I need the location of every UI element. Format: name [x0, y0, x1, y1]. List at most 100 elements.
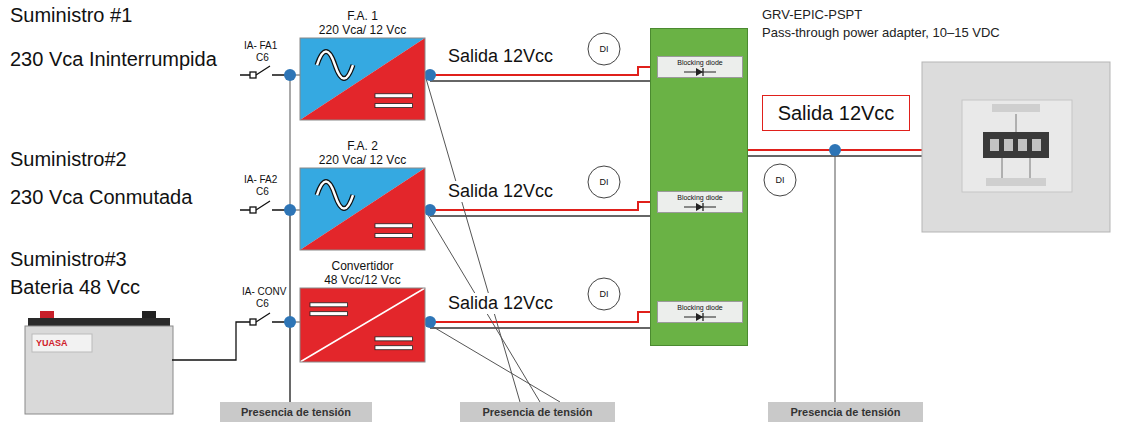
adapter-illustration — [922, 62, 1110, 232]
box-border — [300, 288, 425, 362]
circle-shape — [588, 278, 620, 310]
wire-connector — [290, 75, 300, 402]
connector-block — [983, 132, 1049, 158]
ac-area — [300, 38, 425, 120]
dc-symbol — [375, 104, 413, 108]
junction-dot — [284, 69, 296, 81]
junction-dot — [424, 69, 436, 81]
leader-line — [1002, 114, 1030, 178]
supply-label: Suministro #1 — [10, 4, 132, 27]
battery-sticker — [32, 334, 92, 352]
circle-shape — [588, 166, 620, 198]
converter-graphic — [300, 168, 425, 250]
voltage-presence-bar: Presencia de tensión — [460, 402, 615, 422]
battery-symbol — [25, 311, 173, 414]
output-label-box: Salida 12Vcc — [762, 95, 910, 131]
box-border — [300, 168, 425, 250]
edge-label: Salida 12Vcc — [446, 293, 555, 314]
brand-label: YUASA — [36, 338, 68, 348]
breaker-symbol — [240, 201, 290, 210]
diode-triangle — [696, 313, 703, 321]
node-text: Blocking diode — [677, 303, 723, 312]
supply-label: 230 Vca Ininterrumpida — [10, 48, 217, 71]
sine-symbol — [317, 52, 353, 79]
edge-label: Salida 12Vcc — [446, 181, 555, 202]
breaker-contact — [250, 207, 256, 213]
node-text: Pass-through power adapter, 10–15 VDC — [762, 24, 1000, 42]
edge-label: Salida 12Vcc — [446, 46, 555, 67]
node-text: Blocking diode — [677, 58, 723, 67]
junction-dot — [284, 316, 296, 328]
supply-label: Suministro#2 — [10, 148, 127, 171]
callout-tag — [986, 178, 1046, 186]
sine-symbol — [317, 182, 353, 209]
node-text: Presencia de tensión — [241, 406, 351, 418]
node-text: Presencia de tensión — [790, 406, 900, 418]
dc-symbol — [375, 337, 413, 341]
voltage-presence-bar: Presencia de tensión — [768, 402, 923, 422]
wire-connector — [425, 75, 520, 402]
node-text: DI — [600, 177, 609, 187]
supply-label: Bateria 48 Vcc — [10, 276, 140, 299]
breaker-label: C6 — [256, 186, 269, 197]
blocking-diode: Blocking diode — [657, 56, 743, 78]
dc-area — [300, 168, 425, 250]
diode-triangle — [696, 68, 703, 76]
callout-tag — [992, 104, 1040, 112]
junction-dot — [829, 144, 841, 156]
box-border — [300, 38, 425, 120]
node-text: 48 Vcc/12 Vcc — [324, 273, 401, 287]
dc-symbol — [375, 346, 413, 350]
voltage-presence-bar: Presencia de tensión — [220, 402, 372, 422]
dc-wire — [430, 215, 650, 216]
dc-converter-box: Convertidor48 Vcc/12 Vcc — [300, 258, 425, 362]
breaker-wires — [172, 66, 290, 360]
node-text: GRV-EPIC-PSPT — [762, 6, 862, 24]
circle-shape — [764, 164, 796, 196]
diode-triangle — [696, 203, 703, 211]
tap-line — [835, 150, 836, 402]
node-text: DI — [600, 44, 609, 54]
breaker-label: C6 — [256, 298, 269, 309]
dc-wire — [430, 80, 650, 81]
wire-connector — [290, 322, 300, 402]
supply-label: 230 Vca Conmutada — [10, 186, 192, 209]
junction-dot — [424, 316, 436, 328]
wire-connector — [425, 322, 560, 402]
diode-bar — [702, 68, 703, 76]
di-circle: DI — [763, 163, 797, 197]
dc-symbol — [375, 94, 413, 98]
node-text: DI — [600, 289, 609, 299]
supply-label: Suministro#3 — [10, 248, 127, 271]
dc-symbol — [375, 234, 413, 238]
diode-module: Blocking diodeBlocking diodeBlocking dio… — [650, 28, 748, 346]
dc-symbol — [310, 303, 348, 307]
converter-graphic — [300, 288, 425, 362]
connector-pin — [1018, 139, 1027, 151]
adapter-panel — [962, 100, 1072, 192]
sine-symbol — [317, 52, 353, 79]
dc-area — [300, 38, 425, 120]
node-text: 220 Vca/ 12 Vcc — [319, 23, 406, 37]
breaker-contact — [250, 72, 256, 78]
di-circle: DI — [587, 32, 621, 66]
node-text: Blocking diode — [677, 193, 723, 202]
wire-connector — [290, 210, 300, 402]
connector-pin — [990, 139, 999, 151]
node-text: Salida 12Vcc — [778, 102, 895, 125]
node-text: F.A. 2 — [347, 139, 378, 153]
wire-connector — [425, 67, 657, 75]
breaker-symbol — [172, 313, 290, 360]
adapter-body — [922, 62, 1110, 232]
diode-bar — [702, 203, 703, 211]
di-circle: DI — [587, 277, 621, 311]
node-text: 220 Vca/ 12 Vcc — [319, 153, 406, 167]
breaker-label: C6 — [256, 52, 269, 63]
dc-symbol — [375, 224, 413, 228]
junction-dot — [424, 204, 436, 216]
power-supply-box: F.A. 1220 Vca/ 12 Vcc — [300, 8, 425, 120]
blocking-diode: Blocking diode — [657, 191, 743, 213]
node-text: F.A. 1 — [347, 9, 378, 23]
